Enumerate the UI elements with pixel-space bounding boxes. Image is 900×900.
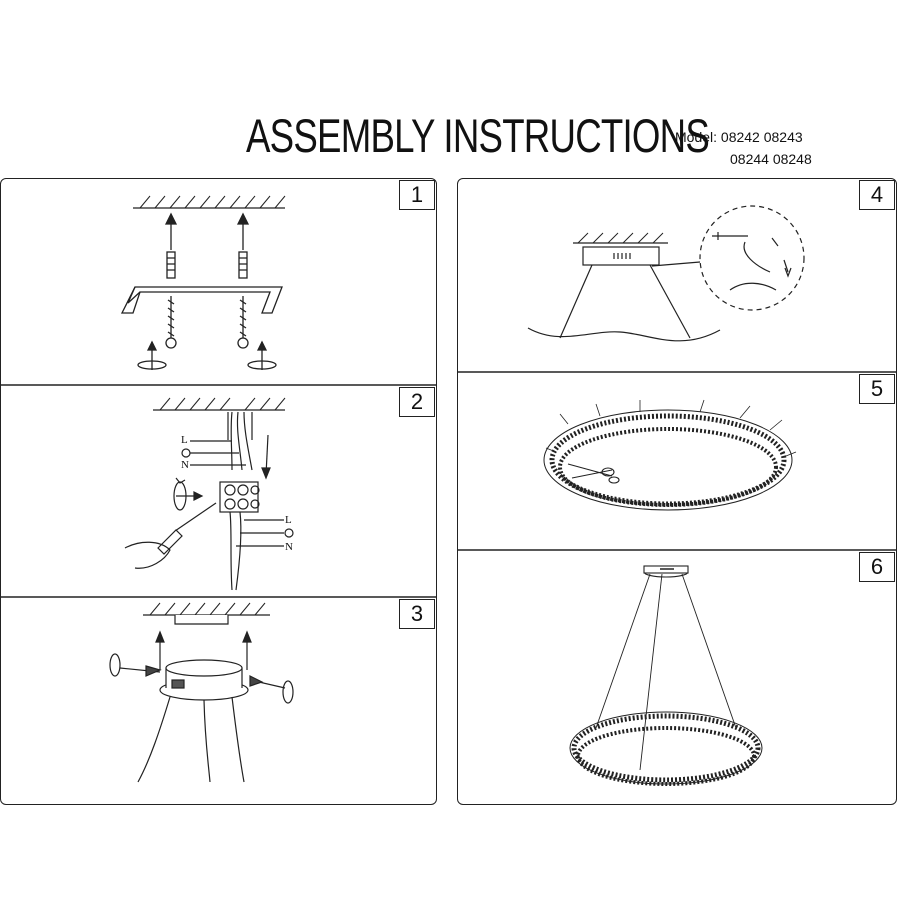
step-number-3: 3 bbox=[399, 599, 435, 629]
step-number-2: 2 bbox=[399, 387, 435, 417]
page-title: ASSEMBLY INSTRUCTIONS bbox=[246, 109, 710, 162]
step-number-5: 5 bbox=[859, 374, 895, 404]
wire-label-l-bottom: L bbox=[285, 514, 292, 526]
step-number-4: 4 bbox=[859, 180, 895, 210]
wire-label-n-bottom: N bbox=[285, 541, 293, 553]
step-number-6: 6 bbox=[859, 552, 895, 582]
wire-label-l-top: L bbox=[181, 434, 188, 446]
model-numbers-line2: 08244 08248 bbox=[730, 151, 812, 167]
step-number-1: 1 bbox=[399, 180, 435, 210]
wire-label-n-top: N bbox=[181, 459, 189, 471]
right-panel bbox=[457, 178, 897, 805]
left-panel bbox=[0, 178, 437, 805]
model-numbers-line1: Model: 08242 08243 bbox=[675, 129, 803, 145]
